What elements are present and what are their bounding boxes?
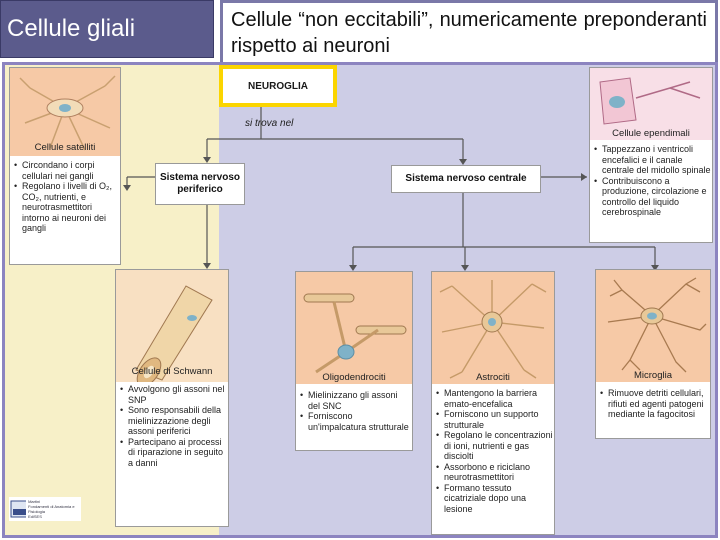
list-item: Forniscono un'impalcatura strutturale [300,411,412,432]
ependymal-cell-illustration [599,77,701,125]
astrocyte-illustration [439,280,547,379]
ependymal-cell-functions: Tappezzano i ventricoli encefalici e il … [594,144,712,218]
list-item: Mielinizzano gli assoni del SNC [300,390,412,411]
schwann-cell-illustration [135,285,213,382]
oligodendrocyte-panel: Oligodendrociti Mielinizzano gli assoni … [295,271,413,451]
slide-subtitle: Cellule “non eccitabili”, numericamente … [220,0,718,66]
publisher-logo-icon [10,500,27,518]
connector-lines [123,107,659,271]
logo-line-3: EdiSES [28,514,42,519]
list-item: Mantengono la barriera emato-encefalica [436,388,554,409]
microglia-functions: Rimuove detriti cellulari, rifiuti ed ag… [600,388,710,420]
logo-line-2: Fondamenti di Anatomia e Fisiologia [28,504,75,514]
logo-line-1: Martini [28,499,41,504]
list-item: Forniscono un supporto strutturale [436,409,554,430]
astrocyte-functions: Mantengono la barriera emato-encefalica … [436,388,554,514]
list-item: Partecipano ai processi di riparazione i… [120,437,228,469]
microglia-illustration [607,277,707,373]
satellite-cell-label: Cellule satelliti [34,142,96,153]
satellite-cell-functions: Circondano i corpi cellulari nei gangli … [14,160,120,234]
list-item: Sono responsabili della mielinizzazione … [120,405,228,437]
microglia-panel: Microglia Rimuove detriti cellulari, rif… [595,269,711,439]
ependymal-cell-image [590,68,712,140]
list-item: Regolano i livelli di O₂, CO₂, nutrienti… [14,181,120,234]
schwann-cell-functions: Avvolgono gli assoni nel SNP Sono respon… [120,384,228,468]
pns-box: Sistema nervoso periferico [155,163,245,205]
schwann-cell-panel: Cellule di Schwann Avvolgono gli assoni … [115,269,229,527]
list-item: Rimuove detriti cellulari, rifiuti ed ag… [600,388,710,420]
satellite-cell-image [10,68,120,156]
list-item: Assorbono e riciclano neurotrasmettitori [436,462,554,483]
schwann-cell-label: Cellule di Schwann [131,366,213,377]
slide-title: Cellule gliali [0,0,214,58]
list-item: Avvolgono gli assoni nel SNP [120,384,228,405]
list-item: Contribuiscono a produzione, circolazion… [594,176,712,218]
oligodendrocyte-label: Oligodendrociti [322,372,386,383]
neuroglia-label: NEUROGLIA [223,69,333,103]
oligodendrocyte-functions: Mielinizzano gli assoni del SNC Fornisco… [300,390,412,432]
microglia-image [596,270,710,382]
ependymal-cell-panel: Cellule ependimali Tappezzano i ventrico… [589,67,713,243]
satellite-cell-illustration [19,75,116,151]
cns-box: Sistema nervoso centrale [391,165,541,193]
microglia-label: Microglia [633,370,672,381]
list-item: Formano tessuto cicatriziale dopo una le… [436,483,554,515]
list-item: Regolano le concentrazioni di ioni, nutr… [436,430,554,462]
publisher-logo: Martini Fondamenti di Anatomia e Fisiolo… [9,497,81,521]
astrocyte-image [432,272,554,384]
astrocyte-panel: Astrociti Mantengono la barriera emato-e… [431,271,555,535]
astrocyte-label: Astrociti [476,372,510,383]
connector-label: si trova nel [245,118,294,129]
schwann-cell-image [116,270,228,382]
oligodendrocyte-illustration [303,293,407,374]
neuroglia-diagram: NEUROGLIA si trova nel Sistema nervoso p… [2,62,718,538]
neuroglia-box: NEUROGLIA [219,65,337,107]
oligodendrocyte-image [296,272,412,384]
list-item: Circondano i corpi cellulari nei gangli [14,160,120,181]
satellite-cell-panel: Cellule satelliti Circondano i corpi cel… [9,67,121,265]
list-item: Tappezzano i ventricoli encefalici e il … [594,144,712,176]
ependymal-cell-label: Cellule ependimali [612,128,690,139]
